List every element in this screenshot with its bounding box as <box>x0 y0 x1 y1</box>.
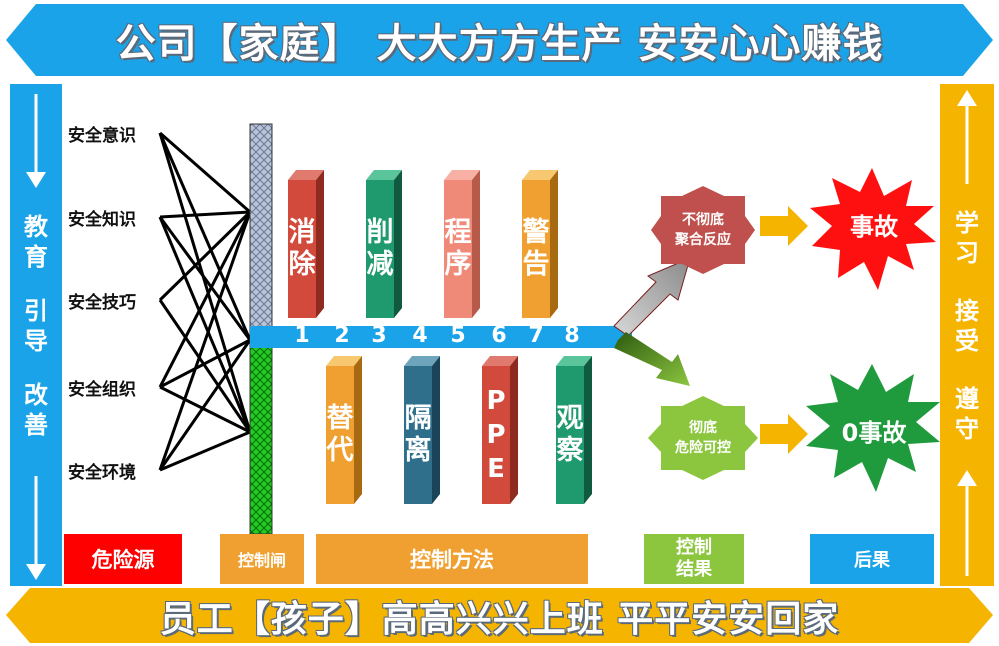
bad-outcome-text: 不彻底 聚合反应 <box>651 202 755 258</box>
step-number-3: 3 <box>371 323 387 348</box>
legend-consequence: 后果 <box>810 534 934 584</box>
zero-accident-star <box>806 364 940 492</box>
step-number-4: 4 <box>412 323 428 348</box>
pillar-bottom-2 <box>404 356 440 504</box>
method-reduce-char-1: 削 <box>366 217 394 248</box>
pillar-bottom-3 <box>482 356 518 504</box>
step-number-2: 2 <box>334 323 350 348</box>
method-eliminate-char-1: 消 <box>288 217 316 248</box>
method-ppe: P P E <box>482 366 510 504</box>
right-side-char-1: 学 <box>955 209 979 237</box>
bad-outcome-line-1: 不彻底 <box>682 212 724 228</box>
step-number-7: 7 <box>528 323 544 348</box>
method-ppe-char-1: P <box>486 386 506 416</box>
bad-outcome-line-2: 聚合反应 <box>675 232 731 248</box>
legend-hazard: 危险源 <box>64 534 182 584</box>
right-side-char-2: 习 <box>955 239 979 267</box>
source-label-4: 安全组织 <box>68 380 136 400</box>
method-eliminate: 消 除 <box>288 180 316 318</box>
good-result-arrow <box>760 414 808 454</box>
bad-outcome-shape <box>651 186 755 274</box>
step-number-1: 1 <box>294 323 310 348</box>
left-side-char-4: 导 <box>24 327 48 355</box>
gate-bar-top <box>249 123 273 339</box>
source-connector-lines <box>158 131 252 472</box>
source-label-5: 安全环境 <box>68 463 136 483</box>
good-outcome-text: 彻底 危险可控 <box>648 410 758 466</box>
right-side-char-5: 遵 <box>955 385 979 413</box>
right-side-bar: 学 习 接 受 遵 守 <box>940 84 994 586</box>
step-number-6: 6 <box>491 323 507 348</box>
method-observe: 观 察 <box>556 366 584 504</box>
arrow-to-bad <box>613 257 691 337</box>
method-warning: 警 告 <box>522 180 550 318</box>
legend-result: 控制 结果 <box>644 534 744 584</box>
gate-bar-bottom <box>249 337 273 535</box>
bottom-banner: 员工【孩子】高高兴兴上班 平平安安回家 <box>6 588 993 643</box>
method-isolate-char-1: 隔 <box>404 403 432 434</box>
good-outcome-line-1: 彻底 <box>689 420 717 436</box>
step-number-8: 8 <box>564 323 580 348</box>
zero-accident-text: 0事故 <box>841 418 907 447</box>
right-side-char-3: 接 <box>955 297 979 325</box>
method-procedure-char-2: 序 <box>444 249 472 280</box>
good-outcome-line-2: 危险可控 <box>675 440 731 456</box>
left-side-char-6: 善 <box>24 411 48 439</box>
left-side-char-5: 改 <box>24 381 48 409</box>
source-label-3: 安全技巧 <box>68 293 136 313</box>
method-substitute-char-2: 代 <box>326 435 354 466</box>
right-side-char-4: 受 <box>955 327 979 355</box>
source-label-2: 安全知识 <box>68 210 136 230</box>
legend-result-line-1: 控制 <box>676 537 712 558</box>
method-substitute: 替 代 <box>326 366 354 504</box>
left-side-char-2: 育 <box>24 243 48 271</box>
legend-gate: 控制闸 <box>220 534 304 584</box>
pillar-top-1 <box>288 170 324 318</box>
method-warning-char-2: 告 <box>522 249 550 280</box>
number-bar <box>250 326 632 348</box>
accident-text: 事故 <box>850 212 898 241</box>
method-reduce-char-2: 减 <box>366 249 394 280</box>
method-observe-char-1: 观 <box>556 403 584 434</box>
legend-methods: 控制方法 <box>316 534 588 584</box>
pillar-top-4 <box>522 170 558 318</box>
method-observe-char-2: 察 <box>556 435 584 466</box>
pillar-top-3 <box>444 170 480 318</box>
method-substitute-char-1: 替 <box>326 403 354 434</box>
top-banner: 公司【家庭】 大大方方生产 安安心心赚钱 <box>6 4 993 76</box>
good-outcome-shape <box>648 396 758 480</box>
left-side-char-1: 教 <box>24 213 48 241</box>
method-ppe-char-2: P <box>486 420 506 450</box>
source-label-1: 安全意识 <box>68 126 136 146</box>
accident-star <box>810 168 936 290</box>
method-isolate-char-2: 离 <box>404 435 432 466</box>
left-side-bar: 教 育 引 导 改 善 <box>10 84 62 586</box>
arrow-to-good <box>614 332 690 386</box>
method-reduce: 削 减 <box>366 180 394 318</box>
method-isolate: 隔 离 <box>404 366 432 504</box>
pillar-top-2 <box>366 170 402 318</box>
bottom-banner-text: 员工【孩子】高高兴兴上班 平平安安回家 <box>159 598 840 640</box>
legend-result-line-2: 结果 <box>676 559 712 580</box>
method-procedure: 程 序 <box>444 180 472 318</box>
right-side-char-6: 守 <box>955 415 979 443</box>
pillar-bottom-1 <box>326 356 362 504</box>
left-side-char-3: 引 <box>24 297 48 325</box>
method-ppe-char-3: E <box>487 454 505 484</box>
pillar-bottom-4 <box>556 356 592 504</box>
method-eliminate-char-2: 除 <box>288 249 316 280</box>
top-banner-text: 公司【家庭】 大大方方生产 安安心心赚钱 <box>115 21 884 67</box>
step-number-5: 5 <box>450 323 466 348</box>
bad-result-arrow <box>760 206 808 246</box>
method-procedure-char-1: 程 <box>444 217 472 248</box>
method-warning-char-1: 警 <box>522 217 550 248</box>
